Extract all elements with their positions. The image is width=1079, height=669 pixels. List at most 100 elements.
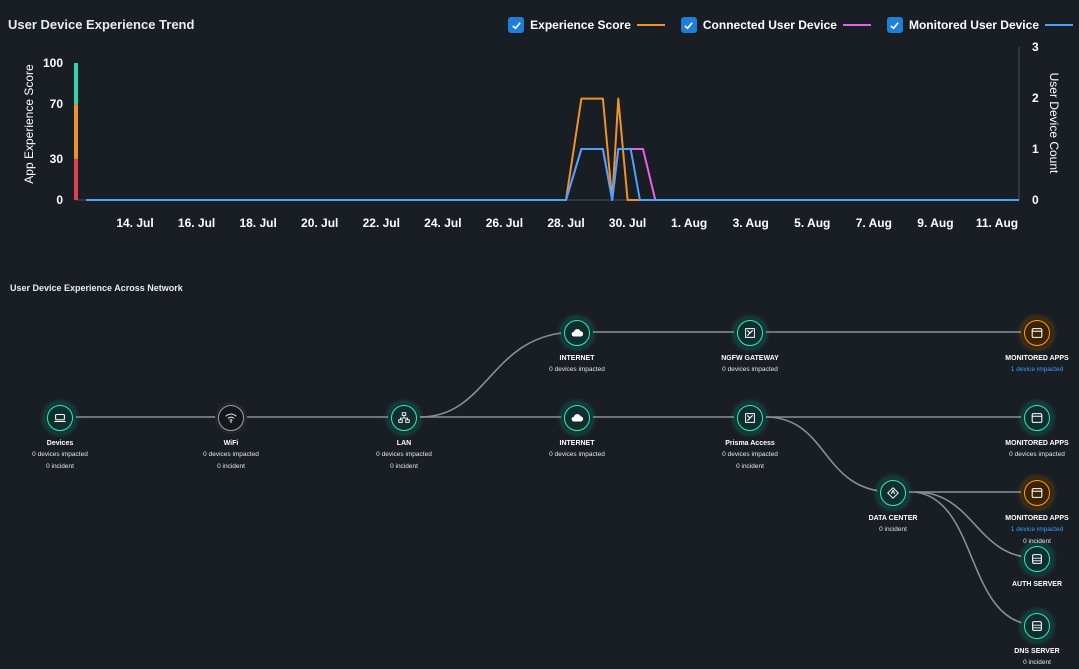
app-window-icon[interactable] — [1024, 320, 1050, 346]
x-tick-label: 24. Jul — [424, 216, 461, 230]
y-tick-right: 3 — [1032, 40, 1039, 54]
legend-monitored-user-device[interactable]: Monitored User Device — [886, 17, 1073, 33]
node-status-text: 0 incident — [879, 526, 907, 533]
x-tick-label: 20. Jul — [301, 216, 338, 230]
legend-connected-user-device[interactable]: Connected User Device — [680, 17, 871, 33]
node-status-text: 0 devices impacted — [549, 366, 605, 373]
link-lan-internet-top — [419, 331, 578, 418]
node-status-text: 0 devices impacted — [32, 451, 88, 458]
cloud-icon[interactable] — [564, 320, 590, 346]
network-node-apps-dc[interactable]: MONITORED APPS 1 device impacted 0 inciden… — [977, 480, 1079, 548]
legend-experience-score[interactable]: Experience Score — [508, 17, 665, 33]
y-tick-left: 70 — [50, 97, 64, 111]
network-node-auth[interactable]: AUTH SERVER — [977, 546, 1079, 590]
x-tick-label: 30. Jul — [609, 216, 646, 230]
firewall-icon[interactable] — [737, 320, 763, 346]
node-label: Devices — [46, 440, 74, 447]
x-tick-label: 9. Aug — [917, 216, 953, 230]
node-status-text: 0 devices impacted — [203, 451, 259, 458]
server-icon[interactable] — [1024, 546, 1050, 572]
node-status-text: 0 devices impacted — [549, 451, 605, 458]
link-datacenter-dns — [914, 491, 1038, 626]
checkbox-checked-icon[interactable] — [886, 17, 903, 33]
node-status-text: 0 incident — [390, 463, 418, 470]
legend-swatch — [636, 24, 665, 26]
app-window-icon[interactable] — [1024, 405, 1050, 431]
score-band-1 — [74, 104, 78, 159]
checkbox-checked-icon[interactable] — [508, 17, 525, 33]
node-label: INTERNET — [559, 355, 595, 362]
series-line-experience-score — [86, 97, 1019, 201]
x-tick-label: 26. Jul — [486, 216, 523, 230]
series-line-monitored-user-device — [86, 148, 1019, 201]
node-label: AUTH SERVER — [1011, 581, 1063, 588]
x-tick-label: 3. Aug — [733, 216, 769, 230]
network-node-apps-mid[interactable]: MONITORED APPS 0 devices impacted — [977, 405, 1079, 461]
datacenter-icon[interactable] — [880, 480, 906, 506]
legend-swatch — [842, 24, 871, 26]
network-node-internet-mid[interactable]: INTERNET 0 devices impacted — [517, 405, 637, 461]
x-tick-label: 16. Jul — [178, 216, 215, 230]
node-label: MONITORED APPS — [1005, 440, 1069, 447]
chart-legend: Experience Score Connected User Device M… — [500, 17, 1073, 33]
wifi-icon[interactable] — [218, 405, 244, 431]
x-tick-label: 22. Jul — [363, 216, 400, 230]
node-label: DNS SERVER — [1014, 648, 1060, 655]
y-tick-left: 0 — [56, 193, 63, 207]
x-tick-label: 7. Aug — [856, 216, 892, 230]
network-node-devices[interactable]: Devices 0 devices impacted 0 incident — [0, 405, 120, 473]
node-status-text: 0 devices impacted — [722, 366, 778, 373]
node-status-text[interactable]: 1 device impacted — [1010, 366, 1064, 373]
network-icon[interactable] — [391, 405, 417, 431]
x-tick-label: 1. Aug — [671, 216, 707, 230]
legend-swatch — [1045, 24, 1073, 26]
cloud-icon[interactable] — [564, 405, 590, 431]
node-label: MONITORED APPS — [1005, 515, 1069, 522]
legend-label: Monitored User Device — [908, 18, 1039, 32]
y-tick-left: 100 — [43, 56, 63, 70]
node-label: INTERNET — [559, 440, 595, 447]
node-label: LAN — [396, 440, 412, 447]
network-node-datacenter[interactable]: DATA CENTER 0 incident — [833, 480, 953, 536]
node-status-text: 0 devices impacted — [1009, 451, 1065, 458]
node-label: NGFW GATEWAY — [721, 355, 779, 362]
node-status-text: 0 devices impacted — [376, 451, 432, 458]
score-band-2 — [74, 63, 78, 105]
x-tick-label: 11. Aug — [976, 216, 1018, 230]
node-label: MONITORED APPS — [1005, 355, 1069, 362]
network-node-internet-top[interactable]: INTERNET 0 devices impacted — [517, 320, 637, 376]
y-axis-label-left: App Experience Score — [22, 64, 36, 184]
network-node-lan[interactable]: LAN 0 devices impacted 0 incident — [344, 405, 464, 473]
score-band-0 — [74, 158, 78, 200]
node-status-text: 0 incident — [46, 463, 74, 470]
y-axis-label-right: User Device Count — [1047, 73, 1061, 174]
x-tick-label: 5. Aug — [794, 216, 830, 230]
network-node-apps-top[interactable]: MONITORED APPS 1 device impacted — [977, 320, 1079, 376]
legend-label: Experience Score — [530, 18, 631, 32]
server-icon[interactable] — [1024, 613, 1050, 639]
firewall-icon[interactable] — [737, 405, 763, 431]
network-node-dns[interactable]: DNS SERVER 0 incident — [977, 613, 1079, 669]
node-status-text: 0 incident — [1023, 659, 1051, 666]
node-status-text: 0 incident — [217, 463, 245, 470]
network-section-title: User Device Experience Across Network — [10, 283, 183, 293]
app-window-icon[interactable] — [1024, 480, 1050, 506]
legend-label: Connected User Device — [702, 18, 837, 32]
y-tick-right: 2 — [1032, 91, 1039, 105]
x-tick-label: 18. Jul — [239, 216, 276, 230]
checkbox-checked-icon[interactable] — [680, 17, 697, 33]
chart-title: User Device Experience Trend — [8, 17, 195, 32]
link-prisma-datacenter — [764, 416, 894, 493]
link-datacenter-auth — [914, 491, 1038, 559]
node-label: DATA CENTER — [868, 515, 918, 522]
node-status-text: 0 incident — [736, 463, 764, 470]
node-status-text[interactable]: 1 device impacted — [1010, 526, 1064, 533]
node-status-text: 0 incident — [1023, 538, 1051, 545]
network-node-ngfw[interactable]: NGFW GATEWAY 0 devices impacted — [690, 320, 810, 376]
laptop-icon[interactable] — [47, 405, 73, 431]
y-tick-right: 1 — [1032, 142, 1039, 156]
